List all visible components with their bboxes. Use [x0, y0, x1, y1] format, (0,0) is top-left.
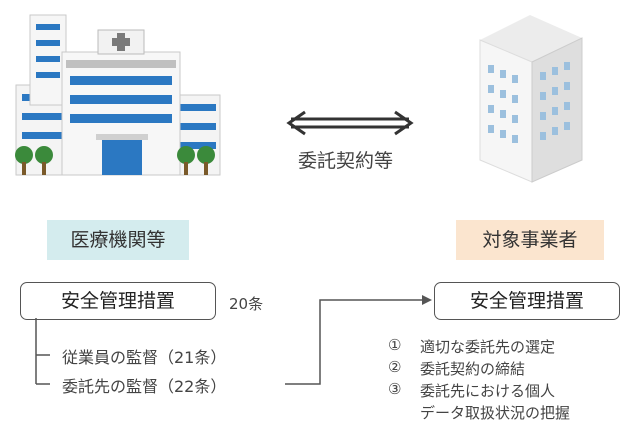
- right-item-1-text: 適切な委託先の選定: [420, 338, 556, 356]
- left-entity-label: 医療機関等: [47, 220, 189, 260]
- left-safety-box: 安全管理措置: [20, 282, 216, 320]
- right-safety-box: 安全管理措置: [434, 282, 620, 320]
- office-building-illustration: [479, 15, 583, 183]
- article-20-label: 20条: [229, 295, 264, 313]
- right-item-3-text: 委託先における個人: [420, 382, 556, 400]
- right-entity-label: 対象事業者: [456, 220, 604, 260]
- right-item-2-num: ②: [388, 358, 402, 376]
- right-item-3-num: ③: [388, 380, 402, 398]
- contract-label: 委託契約等: [298, 150, 394, 172]
- left-item-1: 従業員の監督（21条）: [62, 348, 227, 367]
- right-item-3-text-cont: データ取扱状況の把握: [420, 404, 571, 422]
- double-arrow-icon: [286, 110, 414, 136]
- left-item-2: 委託先の監督（22条）: [62, 377, 227, 396]
- right-item-2-text: 委託契約の締結: [420, 360, 526, 378]
- right-item-1-num: ①: [388, 336, 402, 354]
- hospital-illustration: [15, 14, 221, 176]
